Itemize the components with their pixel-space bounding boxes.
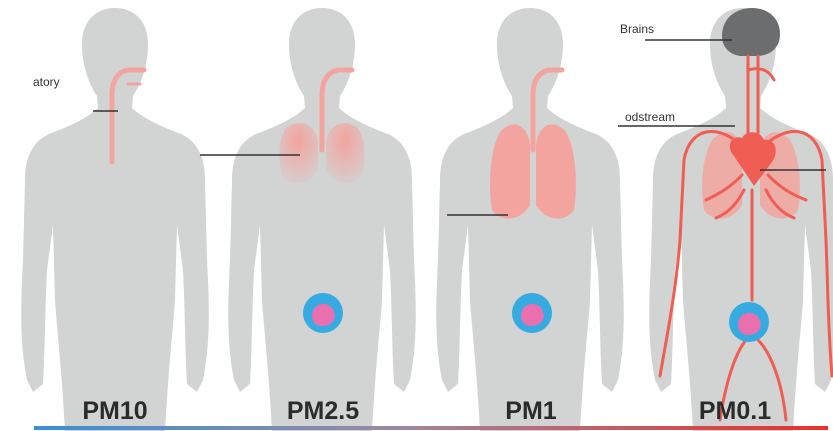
label-bloodstream: odstream [625,110,675,124]
pm-label: PM2.5 [287,397,359,425]
figure-pm25: PM2.5 [200,8,416,431]
label-brains: Brains [620,22,654,36]
body-silhouette [228,8,416,431]
figure-pm10: atory PM10 [21,8,209,431]
body-silhouette [21,8,209,431]
particle-size-gradient-bar [34,426,828,430]
label-respiratory: atory [33,75,60,89]
body-silhouette [436,8,624,431]
pm-label: PM10 [82,397,147,425]
pm-label: PM1 [505,397,557,425]
figure-pm1: PM1 [436,8,624,431]
left-lung [279,123,318,183]
pm-label: PM0.1 [699,397,771,425]
right-lung [326,123,365,183]
figure-pm01: Brains odstream PM0.1 [618,8,833,431]
body-silhouette [649,8,833,431]
